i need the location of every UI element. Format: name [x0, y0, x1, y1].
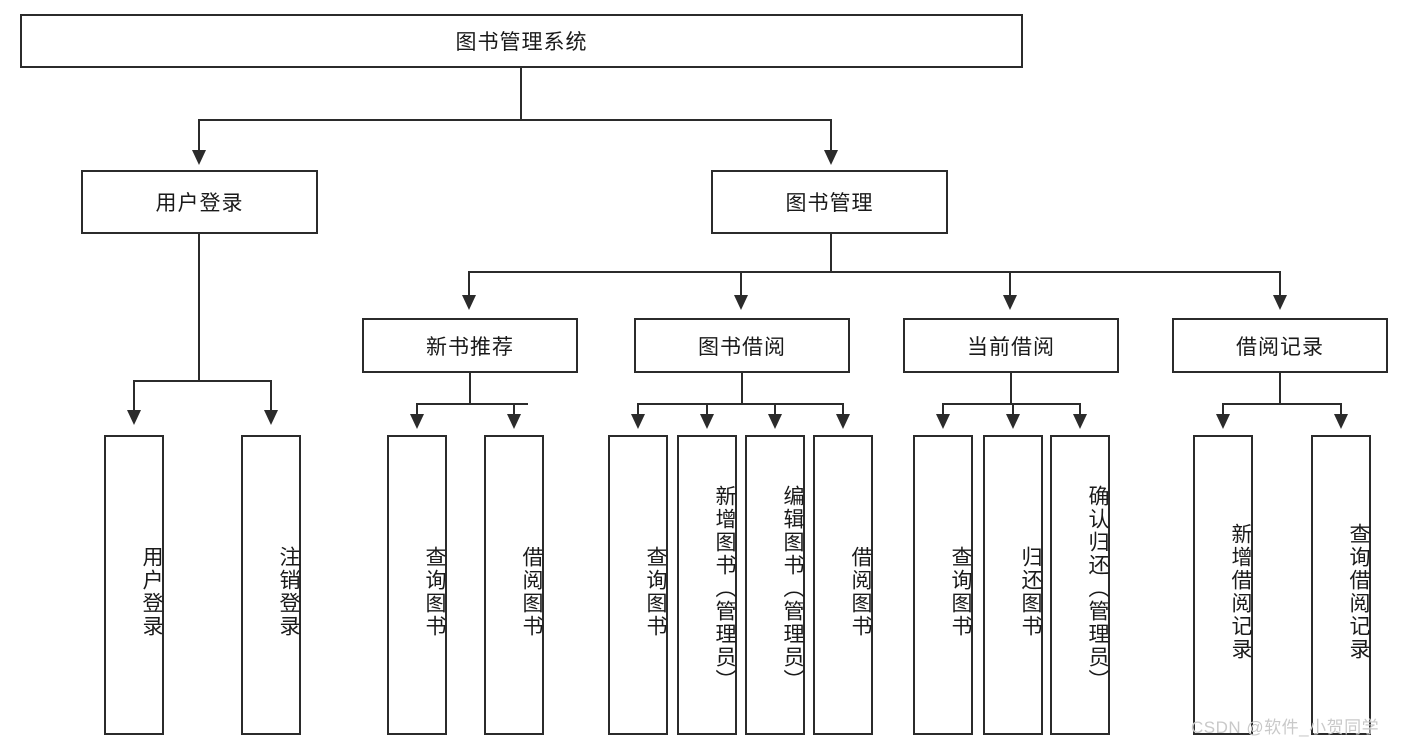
leaf-borrow-books-recommend-label: 借阅图书 [520, 546, 543, 638]
arrow-bookmgmt-to-c1 [462, 295, 476, 310]
edge-records-bus [1222, 403, 1342, 405]
leaf-borrow-books-borrow-label: 借阅图书 [849, 546, 872, 638]
edge-bookmgmt-bus [468, 271, 1280, 273]
edge-login-to-leaf2 [270, 380, 272, 414]
edge-bookmgmt-to-c4 [1279, 271, 1281, 299]
leaf-add-book-admin-label: 新增图书（管理员） [713, 484, 736, 692]
edge-borrow-to-leaf3 [774, 403, 776, 417]
leaf-add-borrow-record-label: 新增借阅记录 [1229, 523, 1252, 661]
edge-records-to-leaf2 [1340, 403, 1342, 417]
leaf-query-borrow-record[interactable]: 查询借阅记录 [1311, 435, 1371, 735]
arrow-borrow-to-leaf3 [768, 414, 782, 429]
arrow-records-to-leaf1 [1216, 414, 1230, 429]
leaf-logout[interactable]: 注销登录 [241, 435, 301, 735]
node-book-borrow-label: 图书借阅 [698, 335, 786, 359]
node-root-label: 图书管理系统 [455, 31, 588, 54]
edge-recommend-stem [469, 373, 471, 403]
node-root[interactable]: 图书管理系统 [20, 14, 1023, 68]
node-current-borrow[interactable]: 当前借阅 [903, 318, 1119, 373]
arrow-borrow-to-leaf1 [631, 414, 645, 429]
node-current-borrow-label: 当前借阅 [967, 335, 1055, 359]
edge-root-bus [198, 119, 832, 121]
node-book-management[interactable]: 图书管理 [711, 170, 948, 234]
edge-bookmgmt-to-c1 [468, 271, 470, 299]
leaf-user-login-label: 用户登录 [140, 546, 163, 638]
edge-borrow-to-leaf1 [637, 403, 639, 417]
edge-borrow-bus [637, 403, 844, 405]
arrow-current-to-leaf2 [1006, 414, 1020, 429]
edge-bookmgmt-stem [830, 234, 832, 271]
leaf-confirm-return-admin[interactable]: 确认归还（管理员） [1050, 435, 1110, 735]
leaf-add-book-admin[interactable]: 新增图书（管理员） [677, 435, 737, 735]
edge-records-stem [1279, 373, 1281, 403]
edge-login-to-leaf1 [133, 380, 135, 414]
arrow-bookmgmt-to-c3 [1003, 295, 1017, 310]
arrow-borrow-to-leaf2 [700, 414, 714, 429]
edge-current-stem [1010, 373, 1012, 403]
leaf-edit-book-admin[interactable]: 编辑图书（管理员） [745, 435, 805, 735]
leaf-borrow-books-borrow[interactable]: 借阅图书 [813, 435, 873, 735]
arrow-current-to-leaf1 [936, 414, 950, 429]
edge-login-stem [198, 234, 200, 380]
edge-root-stem [520, 68, 522, 119]
leaf-query-books-borrow[interactable]: 查询图书 [608, 435, 668, 735]
edge-root-to-bookmgmt [830, 119, 832, 154]
leaf-confirm-return-admin-label: 确认归还（管理员） [1086, 484, 1109, 692]
node-book-management-label: 图书管理 [785, 192, 874, 215]
leaf-query-books-current-label: 查询图书 [949, 546, 972, 638]
arrow-recommend-to-leaf2 [507, 414, 521, 429]
leaf-query-books-recommend-label: 查询图书 [423, 546, 446, 638]
leaf-edit-book-admin-label: 编辑图书（管理员） [781, 484, 804, 692]
edge-root-to-login [198, 119, 200, 154]
edge-recommend-bus [416, 403, 528, 405]
edge-bookmgmt-to-c3 [1009, 271, 1011, 299]
edge-bookmgmt-to-c2 [740, 271, 742, 299]
edge-login-bus [133, 380, 270, 382]
leaf-borrow-books-recommend[interactable]: 借阅图书 [484, 435, 544, 735]
leaf-return-books-label: 归还图书 [1019, 546, 1042, 638]
edge-current-to-leaf1 [942, 403, 944, 417]
edge-current-to-leaf2 [1012, 403, 1014, 417]
leaf-logout-label: 注销登录 [277, 546, 300, 638]
edge-current-bus [942, 403, 1081, 405]
leaf-query-books-recommend[interactable]: 查询图书 [387, 435, 447, 735]
leaf-return-books[interactable]: 归还图书 [983, 435, 1043, 735]
leaf-query-books-current[interactable]: 查询图书 [913, 435, 973, 735]
node-user-login-label: 用户登录 [155, 192, 244, 215]
edge-recommend-to-leaf2 [513, 403, 515, 417]
arrow-login-to-leaf2 [264, 410, 278, 425]
arrow-bookmgmt-to-c2 [734, 295, 748, 310]
arrow-current-to-leaf3 [1073, 414, 1087, 429]
leaf-query-borrow-record-label: 查询借阅记录 [1347, 523, 1370, 661]
arrow-records-to-leaf2 [1334, 414, 1348, 429]
edge-borrow-to-leaf4 [842, 403, 844, 417]
arrow-borrow-to-leaf4 [836, 414, 850, 429]
edge-borrow-to-leaf2 [706, 403, 708, 417]
leaf-add-borrow-record[interactable]: 新增借阅记录 [1193, 435, 1253, 735]
node-new-book-recommend-label: 新书推荐 [426, 335, 514, 359]
node-book-borrow[interactable]: 图书借阅 [634, 318, 850, 373]
arrow-bookmgmt-to-c4 [1273, 295, 1287, 310]
edge-current-to-leaf3 [1079, 403, 1081, 417]
arrow-recommend-to-leaf1 [410, 414, 424, 429]
csdn-watermark: CSDN @软件_小贺同学 [1191, 718, 1380, 737]
edge-recommend-to-leaf1 [416, 403, 418, 417]
node-user-login[interactable]: 用户登录 [81, 170, 318, 234]
node-new-book-recommend[interactable]: 新书推荐 [362, 318, 578, 373]
leaf-user-login[interactable]: 用户登录 [104, 435, 164, 735]
arrow-login-to-leaf1 [127, 410, 141, 425]
edge-records-to-leaf1 [1222, 403, 1224, 417]
node-borrow-records[interactable]: 借阅记录 [1172, 318, 1388, 373]
node-borrow-records-label: 借阅记录 [1236, 335, 1324, 359]
arrow-root-to-bookmgmt [824, 150, 838, 165]
edge-borrow-stem [741, 373, 743, 403]
leaf-query-books-borrow-label: 查询图书 [644, 546, 667, 638]
arrow-root-to-login [192, 150, 206, 165]
